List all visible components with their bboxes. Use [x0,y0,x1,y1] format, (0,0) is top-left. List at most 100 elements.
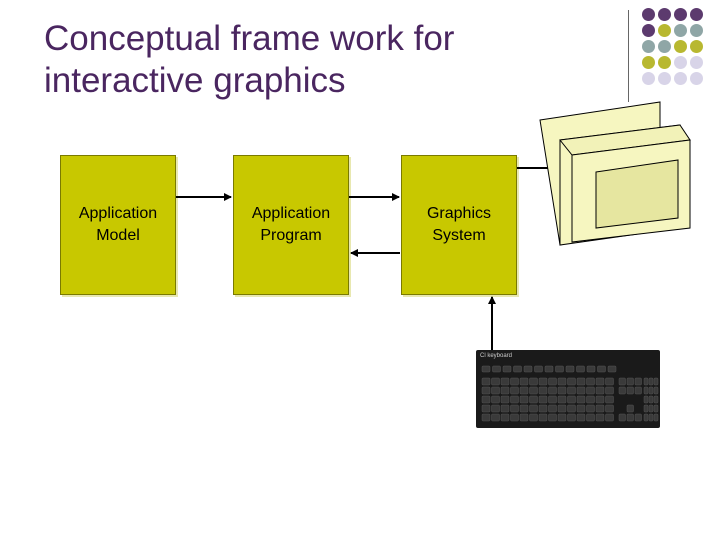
keyboard-key [481,365,491,373]
application-model-block: Application Model [60,155,176,295]
keyboard-key [605,386,614,395]
keyboard-key [510,404,519,413]
keyboard-key [502,365,512,373]
keyboard-key [626,377,634,386]
keyboard-key [605,377,614,386]
keyboard-key [500,404,510,413]
decorative-dot [658,72,671,85]
decorative-dot [642,72,655,85]
keyboard-key [653,395,659,404]
decorative-dot [658,24,671,37]
slide-title-line-2: interactive graphics [44,61,346,100]
keyboard-key [510,413,519,422]
keyboard-key [648,413,654,422]
keyboard-key [576,404,586,413]
keyboard-key [607,365,617,373]
decorative-dot [674,56,687,69]
keyboard-key [557,395,567,404]
keyboard-key [548,377,557,386]
decorative-dot [690,8,703,21]
keyboard-key [538,386,548,395]
keyboard-key [548,413,557,422]
keyboard-key [548,386,557,395]
keyboard-key [634,377,642,386]
keyboard-key [586,413,595,422]
keyboard-key [648,404,654,413]
decorative-dot [642,8,655,21]
keyboard-key [618,386,626,395]
keyboard-key [618,377,626,386]
keyboard-key [519,413,529,422]
keyboard-key [529,386,538,395]
decorative-dot [658,8,671,21]
keyboard-key [597,365,606,373]
keyboard-key [605,404,614,413]
keyboard-key [557,386,567,395]
keyboard-key [491,377,500,386]
decorative-dot [674,8,687,21]
keyboard-key [529,404,538,413]
keyboard-key [481,395,491,404]
keyboard-key [586,365,596,373]
keyboard-keys [481,365,659,422]
keyboard-key [648,386,654,395]
keyboard-key [519,377,529,386]
graphics-system-block: Graphics System [401,155,517,295]
keyboard-key [557,377,567,386]
keyboard-key [643,404,649,413]
graphics-system-label-line-2: System [432,227,486,244]
keyboard-key [586,395,595,404]
decorative-dot [642,40,655,53]
keyboard-key [510,377,519,386]
keyboard-key [529,395,538,404]
keyboard-key [586,377,595,386]
decorative-dot [642,56,655,69]
keyboard-key [500,377,510,386]
keyboard-key [500,386,510,395]
decorative-dot [674,40,687,53]
decorative-dot [642,24,655,37]
decorative-dot [690,40,703,53]
application-model-label-line-2: Model [96,227,140,244]
monitor-icon [539,101,691,246]
keyboard-key [510,386,519,395]
keyboard-key [634,413,642,422]
keyboard-key [548,395,557,404]
keyboard-key [538,395,548,404]
keyboard-key [529,377,538,386]
decorative-dot [690,72,703,85]
keyboard-key [653,386,659,395]
keyboard-key [643,377,649,386]
keyboard-key [653,413,659,422]
keyboard-key [595,413,605,422]
keyboard-key [643,395,649,404]
keyboard-key [595,404,605,413]
keyboard-key [481,386,491,395]
graphics-system-label-line-1: Graphics [426,205,492,222]
keyboard-key [555,365,564,373]
keyboard-brand-label: Cl keyboard [480,353,513,359]
keyboard-key [643,386,649,395]
keyboard-key [510,395,519,404]
keyboard-key [576,365,585,373]
keyboard-key [491,386,500,395]
keyboard-key [519,395,529,404]
keyboard-key [491,413,500,422]
keyboard-key [576,413,586,422]
keyboard-key [626,386,634,395]
keyboard-key [567,377,576,386]
keyboard-icon [476,350,660,428]
slide-title-line-1: Conceptual frame work for [44,19,455,58]
keyboard-key [567,404,576,413]
keyboard-key [534,365,543,373]
keyboard-key [523,365,533,373]
keyboard-key [481,413,491,422]
keyboard-key [548,404,557,413]
keyboard-key [500,413,510,422]
keyboard-key [491,395,500,404]
keyboard-key [648,377,654,386]
decorative-dot [674,72,687,85]
decorative-dot [658,56,671,69]
keyboard-key [605,395,614,404]
